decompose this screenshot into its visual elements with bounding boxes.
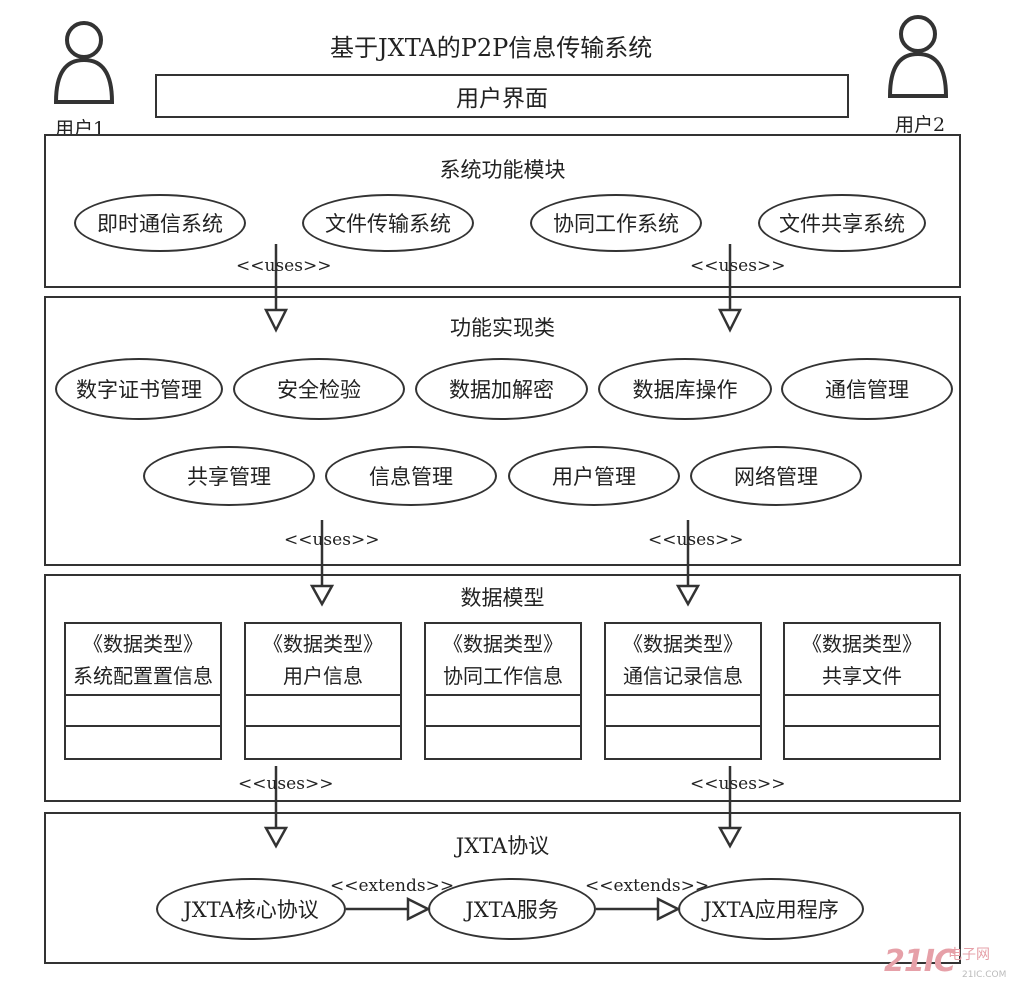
data-class-box: 《数据类型》系统配置置信息 [64, 622, 222, 760]
watermark-url: 21IC.COM [962, 970, 1007, 980]
data-class-stereotype: 《数据类型》 [83, 632, 203, 656]
watermark-sub: 电子网 [948, 947, 990, 963]
uses-label: <<uses>> [648, 530, 744, 550]
data-class-name: 通信记录信息 [623, 664, 743, 688]
watermark-logo: 21IC [884, 944, 956, 979]
uses-label: <<uses>> [236, 256, 332, 276]
data-class-box: 《数据类型》协同工作信息 [424, 622, 582, 760]
function-class-item: 数字证书管理 [55, 358, 223, 420]
diagram-title: 基于JXTA的P2P信息传输系统 [330, 34, 653, 62]
user-interface-box: 用户界面 [155, 74, 849, 118]
jxta-item: JXTA应用程序 [678, 878, 864, 940]
uses-label: <<uses>> [690, 774, 786, 794]
function-class-item: 网络管理 [690, 446, 862, 506]
system-module-item: 协同工作系统 [530, 194, 702, 252]
function-class-item: 共享管理 [143, 446, 315, 506]
data-class-stereotype: 《数据类型》 [263, 632, 383, 656]
data-class-name: 共享文件 [822, 664, 902, 688]
user-2-label: 用户2 [895, 114, 946, 136]
function-class-item: 数据加解密 [415, 358, 588, 420]
data-model-title: 数据模型 [460, 586, 545, 610]
data-class-stereotype: 《数据类型》 [623, 632, 743, 656]
user-1-icon [53, 21, 115, 104]
data-class-stereotype: 《数据类型》 [802, 632, 922, 656]
function-class-item: 安全检验 [233, 358, 405, 420]
system-module-item: 文件共享系统 [758, 194, 926, 252]
data-class-name: 用户信息 [283, 664, 363, 688]
extends-label: <<extends>> [585, 876, 710, 896]
system-module-item: 文件传输系统 [302, 194, 474, 252]
data-class-name: 协同工作信息 [443, 664, 563, 688]
system-module-title: 系统功能模块 [439, 158, 566, 182]
function-class-item: 通信管理 [781, 358, 953, 420]
user-2-icon [887, 15, 949, 98]
extends-label: <<extends>> [330, 876, 455, 896]
jxta-title: JXTA协议 [455, 834, 550, 858]
function-class-panel: 功能实现类 [44, 296, 961, 566]
function-class-item: 用户管理 [508, 446, 680, 506]
system-module-item: 即时通信系统 [74, 194, 246, 252]
data-class-box: 《数据类型》用户信息 [244, 622, 402, 760]
user-interface-label: 用户界面 [456, 86, 548, 112]
function-class-item: 数据库操作 [598, 358, 772, 420]
jxta-item: JXTA核心协议 [156, 878, 346, 940]
data-class-box: 《数据类型》共享文件 [783, 622, 941, 760]
data-class-name: 系统配置置信息 [73, 664, 213, 688]
uses-label: <<uses>> [284, 530, 380, 550]
jxta-item: JXTA服务 [428, 878, 596, 940]
uses-label: <<uses>> [690, 256, 786, 276]
data-class-box: 《数据类型》通信记录信息 [604, 622, 762, 760]
function-class-title: 功能实现类 [450, 316, 555, 340]
data-class-stereotype: 《数据类型》 [443, 632, 563, 656]
function-class-item: 信息管理 [325, 446, 497, 506]
uses-label: <<uses>> [238, 774, 334, 794]
